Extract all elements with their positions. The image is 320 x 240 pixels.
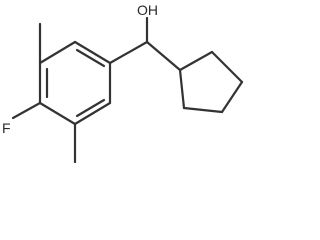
ring-bond-top-left xyxy=(38,40,77,65)
chemical-structure-diagram: F OH xyxy=(2,2,244,164)
cyclopentane-ring xyxy=(178,50,244,114)
ring-bond-bottom-left xyxy=(38,101,77,126)
fluorine-bond xyxy=(11,101,42,120)
ring-double-bond-bottom-right xyxy=(75,98,106,118)
hydroxyl-atom-label: OH xyxy=(137,2,158,18)
ring-bond-top-right xyxy=(73,40,112,65)
ring-double-bond-top-right xyxy=(75,48,106,68)
benzene-ring xyxy=(38,40,112,126)
fluorine-atom-label: F xyxy=(2,120,11,136)
cyclopentane-bond-1 xyxy=(178,50,214,72)
aryl-carbinol-bond xyxy=(108,40,149,65)
cyclopentane-bond-3 xyxy=(220,80,244,114)
ring-bond-bottom-right xyxy=(73,101,112,126)
carbinol-cyclopentyl-bond xyxy=(145,40,182,72)
cyclopentane-bond-4 xyxy=(182,106,224,114)
cyclopentane-bond-2 xyxy=(210,50,244,84)
cyclopentane-bond-5 xyxy=(178,68,186,110)
